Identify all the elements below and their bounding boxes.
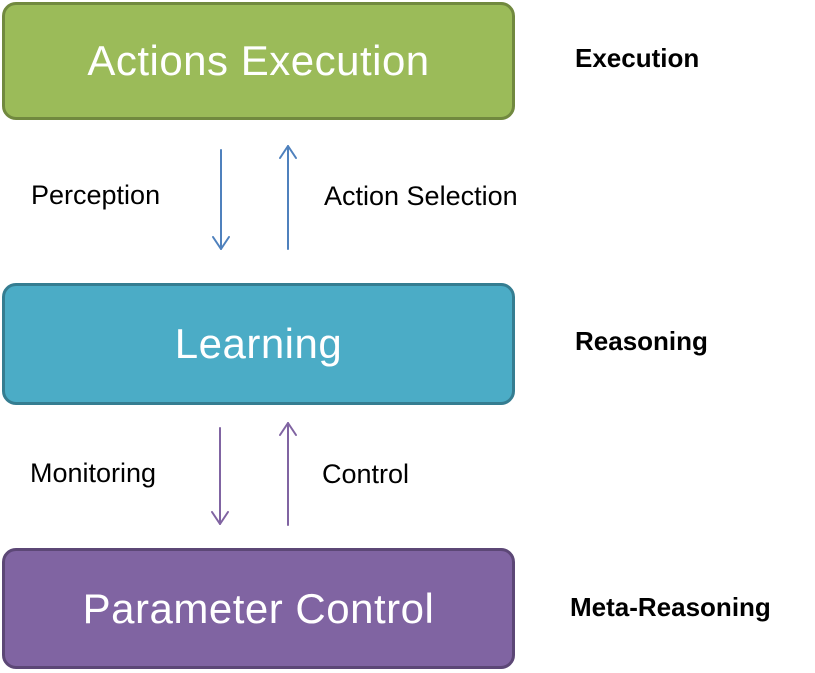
reasoning-layer-label: Reasoning — [575, 326, 708, 356]
learning-label: Learning — [174, 320, 343, 367]
execution-layer-label: Execution — [575, 43, 700, 73]
perception-label: Perception — [31, 180, 161, 210]
control-label: Control — [322, 459, 410, 489]
learning-box: Learning — [2, 283, 515, 405]
action-selection-arrow — [279, 145, 297, 250]
meta-reasoning-layer-label: Meta-Reasoning — [570, 592, 771, 622]
monitoring-label: Monitoring — [30, 458, 157, 488]
action-selection-label: Action Selection — [324, 181, 518, 211]
monitoring-arrow — [211, 427, 229, 525]
control-arrow — [279, 422, 297, 526]
actions-execution-box: Actions Execution — [2, 2, 515, 120]
parameter-control-box: Parameter Control — [2, 548, 515, 669]
parameter-control-label: Parameter Control — [82, 584, 435, 632]
perception-arrow — [212, 149, 230, 250]
actions-execution-label: Actions Execution — [87, 37, 430, 84]
